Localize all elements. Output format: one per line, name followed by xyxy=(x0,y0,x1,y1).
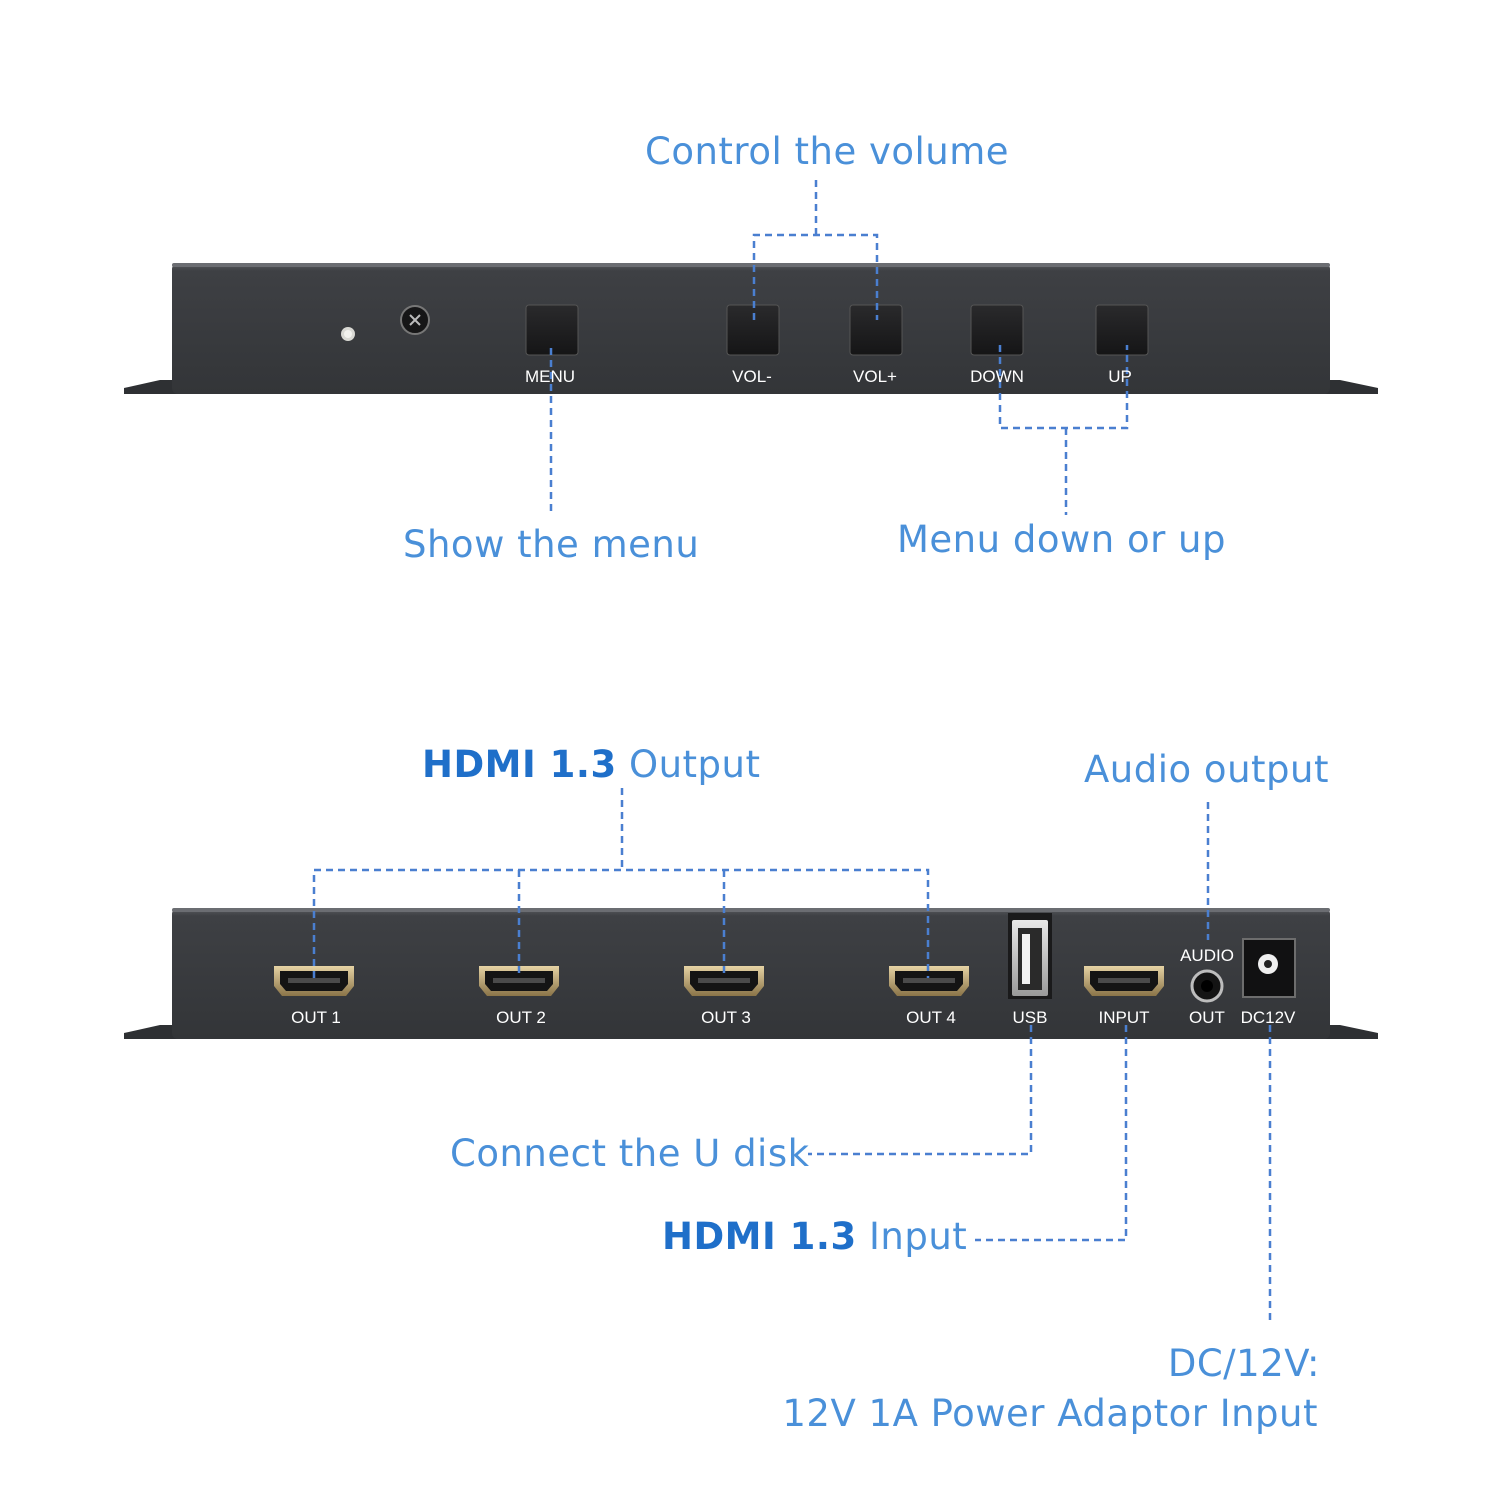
mounting-ear-left-rear xyxy=(124,1025,178,1039)
label-out-1: OUT 1 xyxy=(291,1008,341,1027)
audio-out-jack[interactable] xyxy=(1190,969,1224,1003)
button-menu[interactable] xyxy=(525,304,579,356)
hdmi-port-out-1[interactable] xyxy=(274,966,354,996)
callout-hdmi-output-rest: Output xyxy=(628,743,761,786)
label-audio-out: OUT xyxy=(1189,1008,1225,1027)
rear-panel xyxy=(124,908,1378,1039)
mounting-ear-left xyxy=(124,380,178,394)
callout-audio: Audio output xyxy=(1084,748,1329,791)
hdmi-port-out-4[interactable] xyxy=(889,966,969,996)
button-vol-plus[interactable] xyxy=(849,304,903,356)
label-out-3: OUT 3 xyxy=(701,1008,751,1027)
hdmi-port-input[interactable] xyxy=(1084,966,1164,996)
label-up: UP xyxy=(1108,367,1132,386)
callout-dc-title: DC/12V: xyxy=(1167,1342,1320,1385)
leader-volume xyxy=(752,180,879,320)
dc-power-jack[interactable] xyxy=(1242,938,1296,998)
label-input: INPUT xyxy=(1098,1008,1150,1027)
label-out-4: OUT 4 xyxy=(906,1008,956,1027)
leader-lines xyxy=(312,180,1272,1325)
hdmi-port-out-2[interactable] xyxy=(479,966,559,996)
label-down: DOWN xyxy=(970,367,1024,386)
label-vol-plus: VOL+ xyxy=(853,367,897,386)
callout-hdmi-input: HDMI 1.3 Input xyxy=(662,1218,967,1255)
callout-hdmi-output-strong: HDMI 1.3 xyxy=(422,743,617,786)
label-menu: MENU xyxy=(524,367,576,386)
callout-navigate: Menu down or up xyxy=(897,518,1226,561)
button-down[interactable] xyxy=(970,304,1024,356)
leader-usb xyxy=(808,1025,1033,1156)
callout-dc-desc: 12V 1A Power Adaptor Input xyxy=(782,1392,1318,1435)
mounting-ear-right-rear xyxy=(1322,1025,1378,1039)
leader-navigate xyxy=(998,345,1129,515)
callout-volume: Control the volume xyxy=(645,130,1010,173)
leader-hdmi-output xyxy=(312,788,930,978)
label-dc12v: DC12V xyxy=(1240,1008,1296,1027)
callout-hdmi-input-rest: Input xyxy=(868,1215,968,1258)
callout-hdmi-input-strong: HDMI 1.3 xyxy=(662,1215,857,1258)
label-out-2: OUT 2 xyxy=(496,1008,546,1027)
mounting-ear-right xyxy=(1322,380,1378,394)
usb-port[interactable] xyxy=(1008,913,1052,999)
callout-hdmi-output: HDMI 1.3 Output xyxy=(422,746,761,783)
label-usb: USB xyxy=(1012,1008,1048,1027)
label-vol-minus: VOL- xyxy=(732,367,772,386)
leader-hdmi-input xyxy=(975,1025,1128,1242)
callout-menu: Show the menu xyxy=(403,523,700,566)
button-up[interactable] xyxy=(1095,304,1149,356)
hdmi-port-out-3[interactable] xyxy=(684,966,764,996)
label-audio: AUDIO xyxy=(1180,946,1234,965)
button-vol-minus[interactable] xyxy=(726,304,780,356)
callout-usb: Connect the U disk xyxy=(450,1132,810,1175)
